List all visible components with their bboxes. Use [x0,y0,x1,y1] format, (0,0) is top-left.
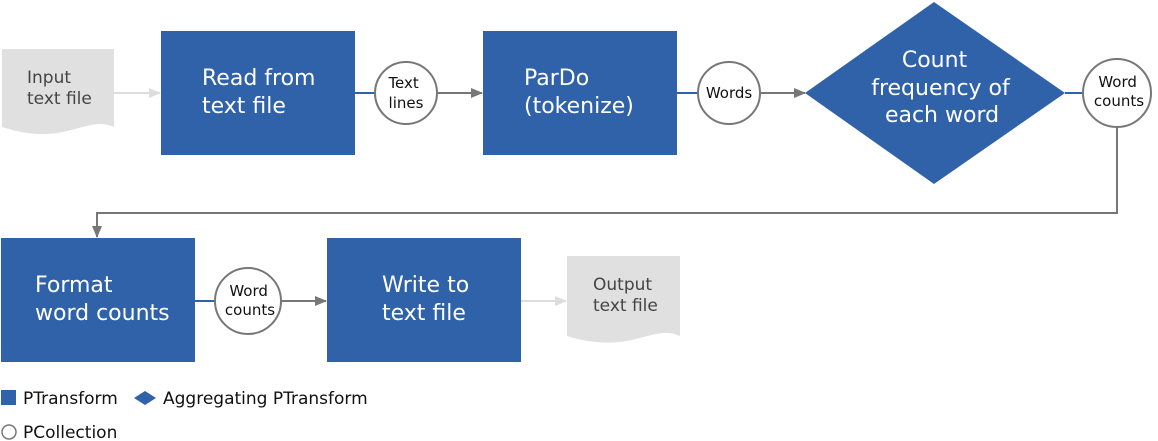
node-label-line: Count [902,48,968,73]
ptransform-box [327,238,521,362]
aggregating-diamond [805,2,1065,184]
node-label-line: text file [382,301,466,326]
node-label-line: text file [27,89,92,109]
read-from-text-file-node: Read from text file [161,31,355,155]
svg-text:Output text file: Output text file [593,275,658,316]
node-label-line: lines [389,94,424,112]
node-label-line: frequency of [871,76,1011,101]
pcollection-legend-icon [1,424,17,440]
legend-ptransform-label: PTransform [23,389,118,409]
word-counts-node-2: Word counts [214,267,282,335]
pcollection-circle [697,61,761,125]
node-label-line: Output [593,275,652,295]
pcollection-circle [374,61,438,125]
svg-text:Words: Words [706,84,753,102]
node-label-line: Format [35,273,113,298]
node-label-line: each word [885,103,999,128]
node-label-line: text file [593,296,658,316]
edges [92,88,1118,306]
node-label-line: word counts [35,301,170,326]
ptransform-box [161,31,355,155]
node-label-line: counts [1094,92,1144,110]
node-label-line: Text [387,74,418,92]
legend: PTransform Aggregating PTransform PColle… [1,389,368,441]
node-label-line: Write to [382,273,469,298]
word-counts-node-1: Word counts [1082,58,1152,128]
edge-word-counts-to-format [92,127,1118,238]
node-label-line: Words [706,84,753,102]
node-label-line: counts [225,301,275,319]
ptransform-legend-icon [1,390,16,405]
node-label-line: (tokenize) [524,94,634,119]
node-label-line: ParDo [524,66,589,91]
pardo-tokenize-node: ParDo (tokenize) [483,31,677,155]
words-node: Words [697,61,761,125]
svg-text:ParDo (tokenize): ParDo (tokenize) [524,66,634,119]
node-label-line: Word [229,282,268,300]
legend-pcollection-label: PCollection [23,423,117,441]
svg-text:Count frequency of: Count frequency of each word [871,48,1017,128]
pcollection-circle [214,267,282,335]
ptransform-box [1,238,195,362]
svg-text:Text lines: Text lines [387,74,423,112]
svg-text:Input text file: Input text file [27,68,92,109]
aggregating-legend-icon [134,391,156,405]
node-label-line: text file [202,94,286,119]
pcollection-circle [1082,58,1152,128]
document-shape [567,256,680,343]
input-text-file-node: Input text file [2,49,114,135]
svg-text:Word counts: Word counts [1094,73,1144,110]
count-frequency-node: Count frequency of each word [805,2,1065,184]
ptransform-box [483,31,677,155]
node-label-line: Word [1098,73,1137,91]
document-shape [2,49,114,135]
legend-aggregating-label: Aggregating PTransform [163,389,368,409]
node-label-line: Input [27,68,71,88]
svg-text:Read from text file: Read from text file [202,66,322,119]
svg-text:Write to text file: Write to text file [382,273,476,326]
svg-text:Format word counts: Format word counts [35,273,170,326]
text-lines-node: Text lines [374,61,438,125]
write-to-text-file-node: Write to text file [327,238,521,362]
output-text-file-node: Output text file [567,256,680,343]
svg-text:Word counts: Word counts [225,282,275,319]
node-label-line: Read from [202,66,315,91]
format-word-counts-node: Format word counts [1,238,195,362]
